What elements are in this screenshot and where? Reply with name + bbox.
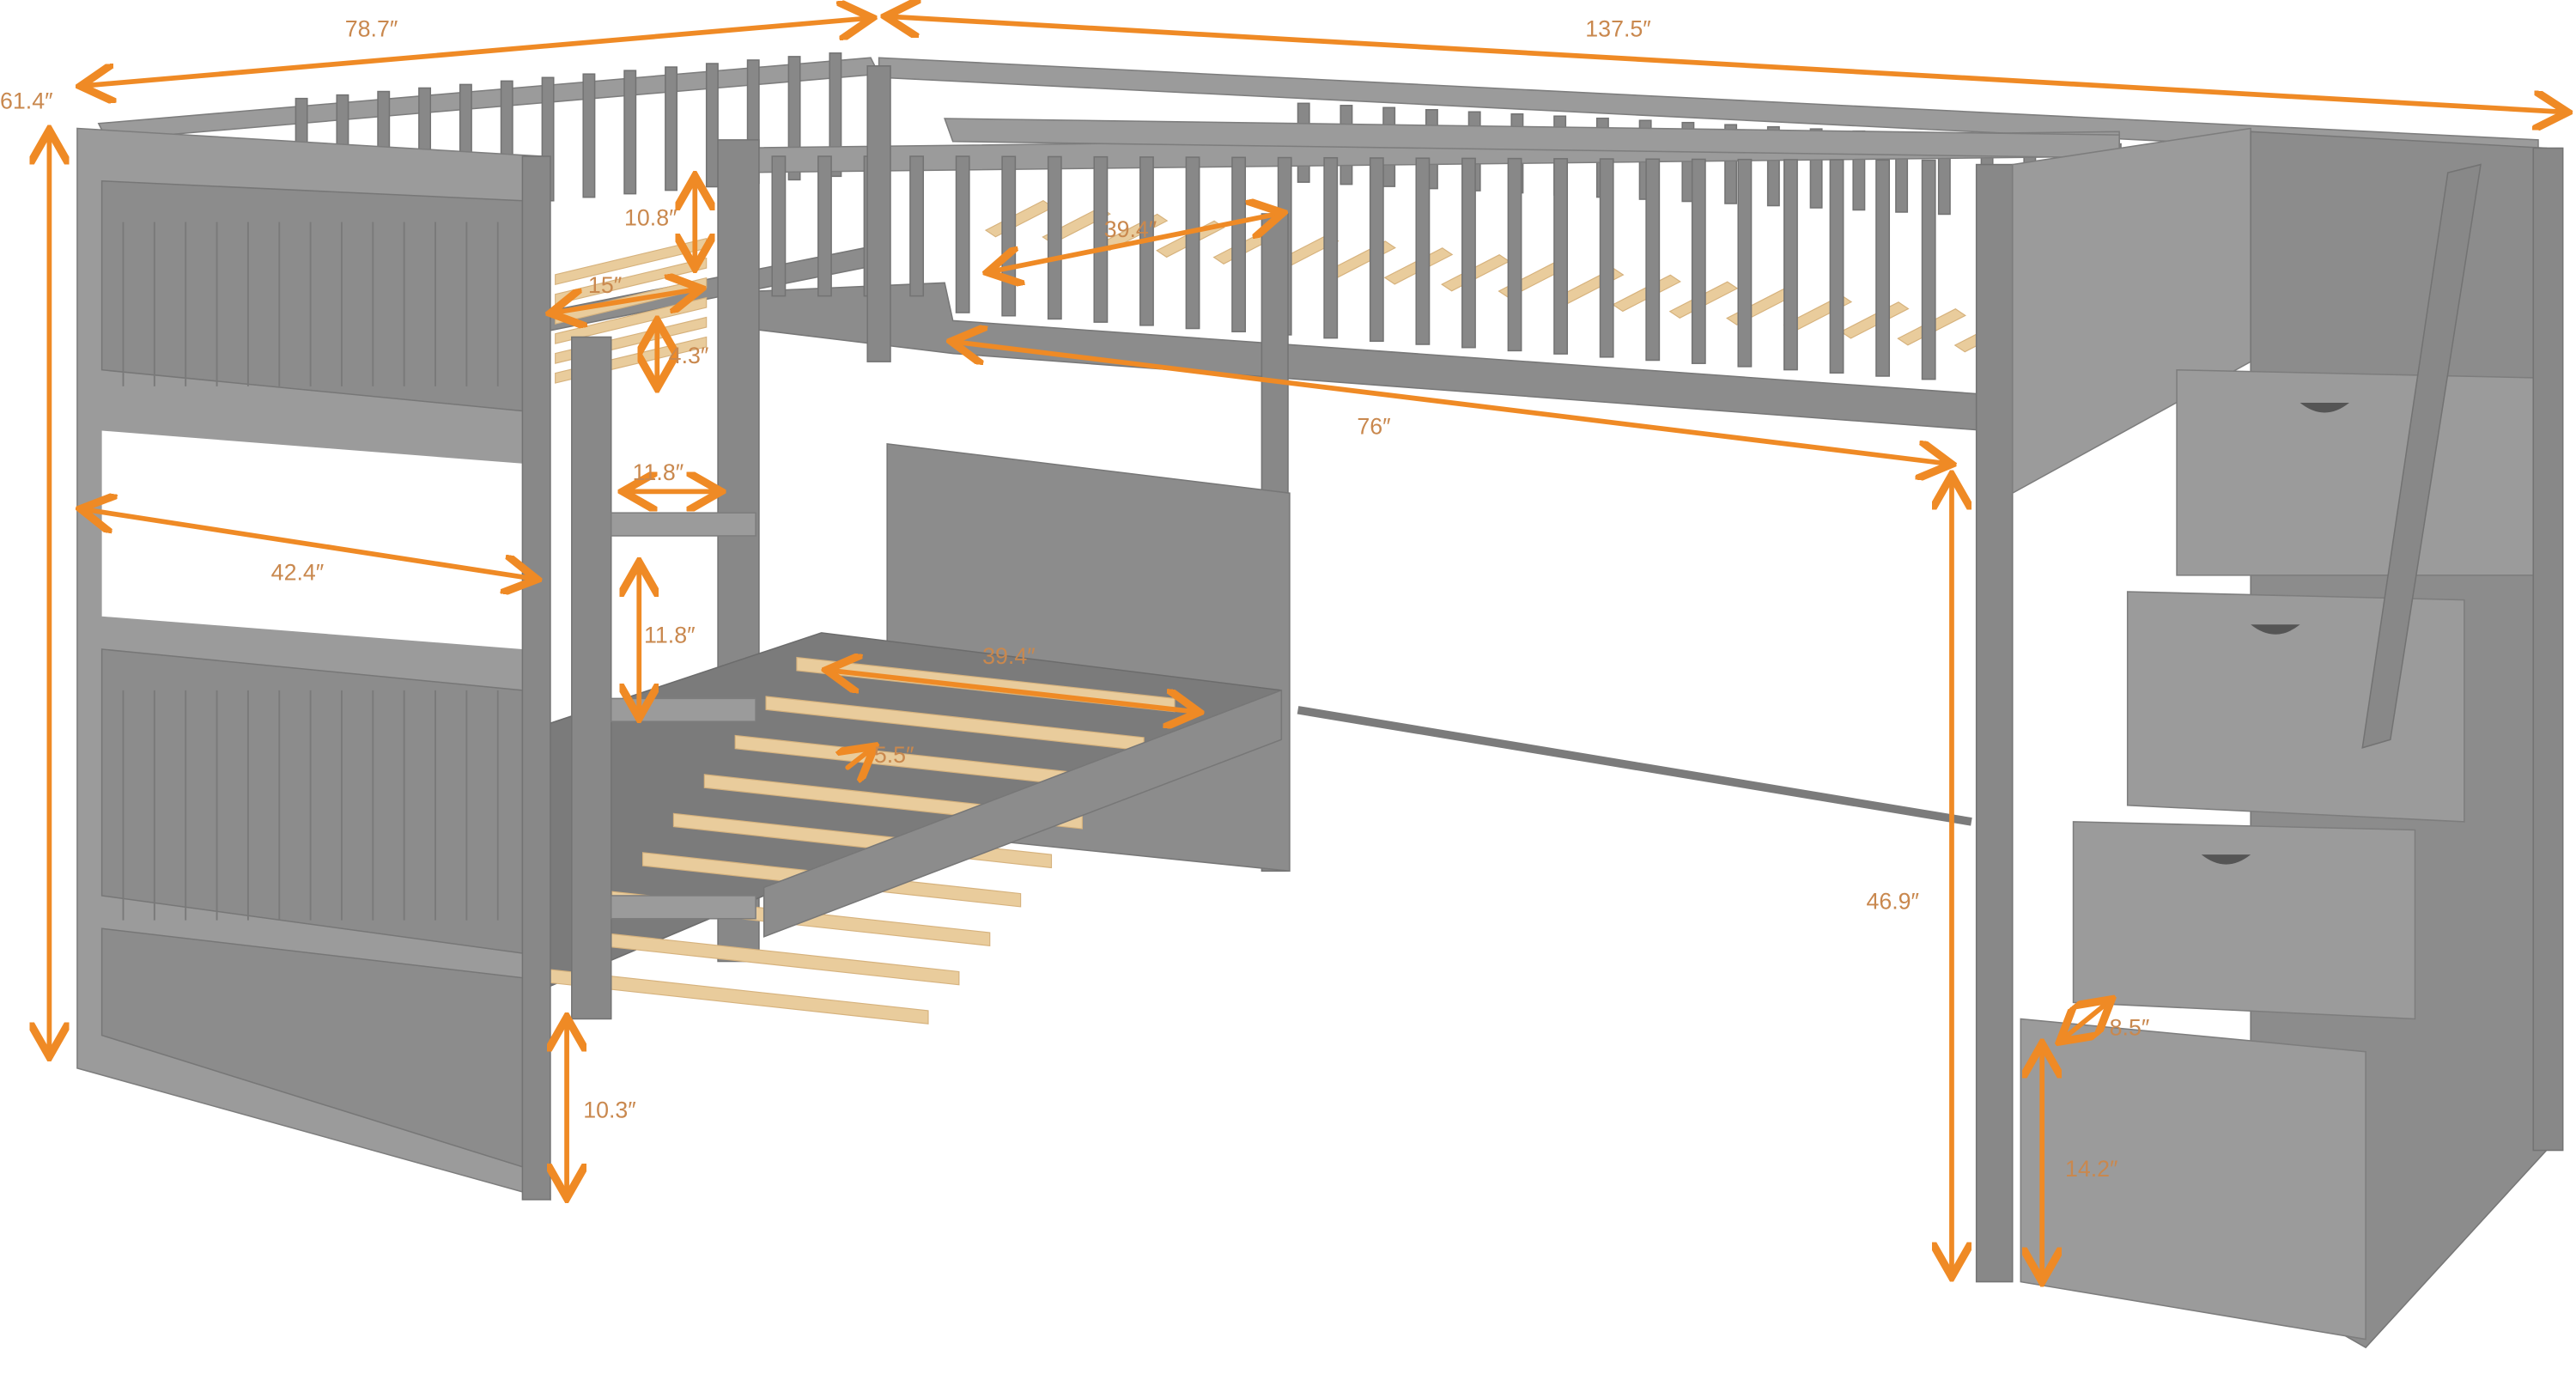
front-baluster	[955, 155, 970, 313]
dim-label-end-panel: 42.4″	[271, 560, 325, 586]
dim-label-stair-height: 14.2″	[2065, 1156, 2118, 1182]
front-baluster	[1047, 155, 1062, 320]
dim-arrow-upper-slat	[993, 214, 1279, 271]
dim-label-upper-rail: 4.3″	[669, 343, 709, 368]
dim-arrow-length	[890, 16, 2563, 112]
front-baluster	[1737, 158, 1753, 368]
ladder	[571, 336, 756, 1020]
dim-label-lower-clearance: 10.3″	[583, 1097, 636, 1122]
front-baluster	[1599, 158, 1614, 358]
front-baluster	[1921, 159, 1936, 380]
left-end-panel	[76, 127, 551, 1201]
dim-label-upper-slat: 39.4″	[1104, 216, 1157, 242]
front-baluster	[1001, 155, 1017, 317]
front-baluster	[1875, 159, 1891, 377]
slat	[580, 930, 960, 986]
front-baluster	[1323, 156, 1339, 339]
dim-arrow-upper-length	[957, 342, 1947, 464]
front-baluster	[771, 155, 787, 297]
dim-label-step-spacing: 11.8″	[644, 622, 696, 647]
dim-label-slat-gap: 5.5″	[874, 742, 914, 768]
dim-label-ladder-gap: 15″	[588, 272, 622, 298]
dim-arrow-width	[85, 18, 867, 85]
front-baluster	[1415, 157, 1431, 345]
front-baluster	[1553, 158, 1569, 355]
slat	[984, 200, 1054, 238]
back-baluster	[623, 70, 637, 195]
dim-label-step-width: 11.8″	[633, 459, 684, 485]
dim-arrow-stair-depth	[2063, 1002, 2108, 1038]
front-baluster	[1185, 156, 1200, 330]
dim-arrow-ladder-gap	[556, 289, 697, 313]
back-baluster	[582, 73, 596, 198]
front-baluster	[1829, 159, 1844, 374]
dim-label-guardrail: 10.8″	[624, 204, 677, 230]
dim-label-upper-length: 76″	[1357, 413, 1390, 439]
front-baluster	[817, 155, 832, 297]
front-baluster	[1691, 158, 1706, 364]
dim-arrow-end-panel	[85, 509, 532, 578]
front-baluster	[1783, 159, 1798, 371]
front-baluster	[1645, 158, 1661, 362]
storage-staircase	[2011, 127, 2564, 1349]
front-baluster	[1507, 157, 1522, 352]
dim-arrow-slat-gap	[848, 750, 871, 768]
front-baluster	[1231, 156, 1247, 332]
dim-label-clearance: 46.9″	[1866, 888, 1919, 914]
dim-label-height: 61.4″	[0, 88, 53, 114]
front-baluster	[909, 155, 925, 297]
dim-label-width: 78.7″	[345, 15, 398, 41]
dim-label-length: 137.5″	[1585, 15, 1650, 41]
dim-label-stair-depth: 8.5″	[2110, 1015, 2150, 1041]
back-baluster	[705, 63, 719, 188]
front-baluster	[1369, 157, 1384, 343]
back-baluster	[665, 66, 678, 192]
dim-label-lower-slat: 39.4″	[982, 643, 1036, 669]
dim-arrow-lower-slat	[831, 671, 1194, 712]
lower-bed	[550, 442, 1972, 1024]
front-baluster	[1461, 157, 1476, 349]
slat	[1839, 301, 1910, 339]
dimension-annotations: 78.7″ 137.5″ 61.4″ 10.8″ 15″ 4.3″ 39.4″ …	[0, 15, 2563, 1277]
